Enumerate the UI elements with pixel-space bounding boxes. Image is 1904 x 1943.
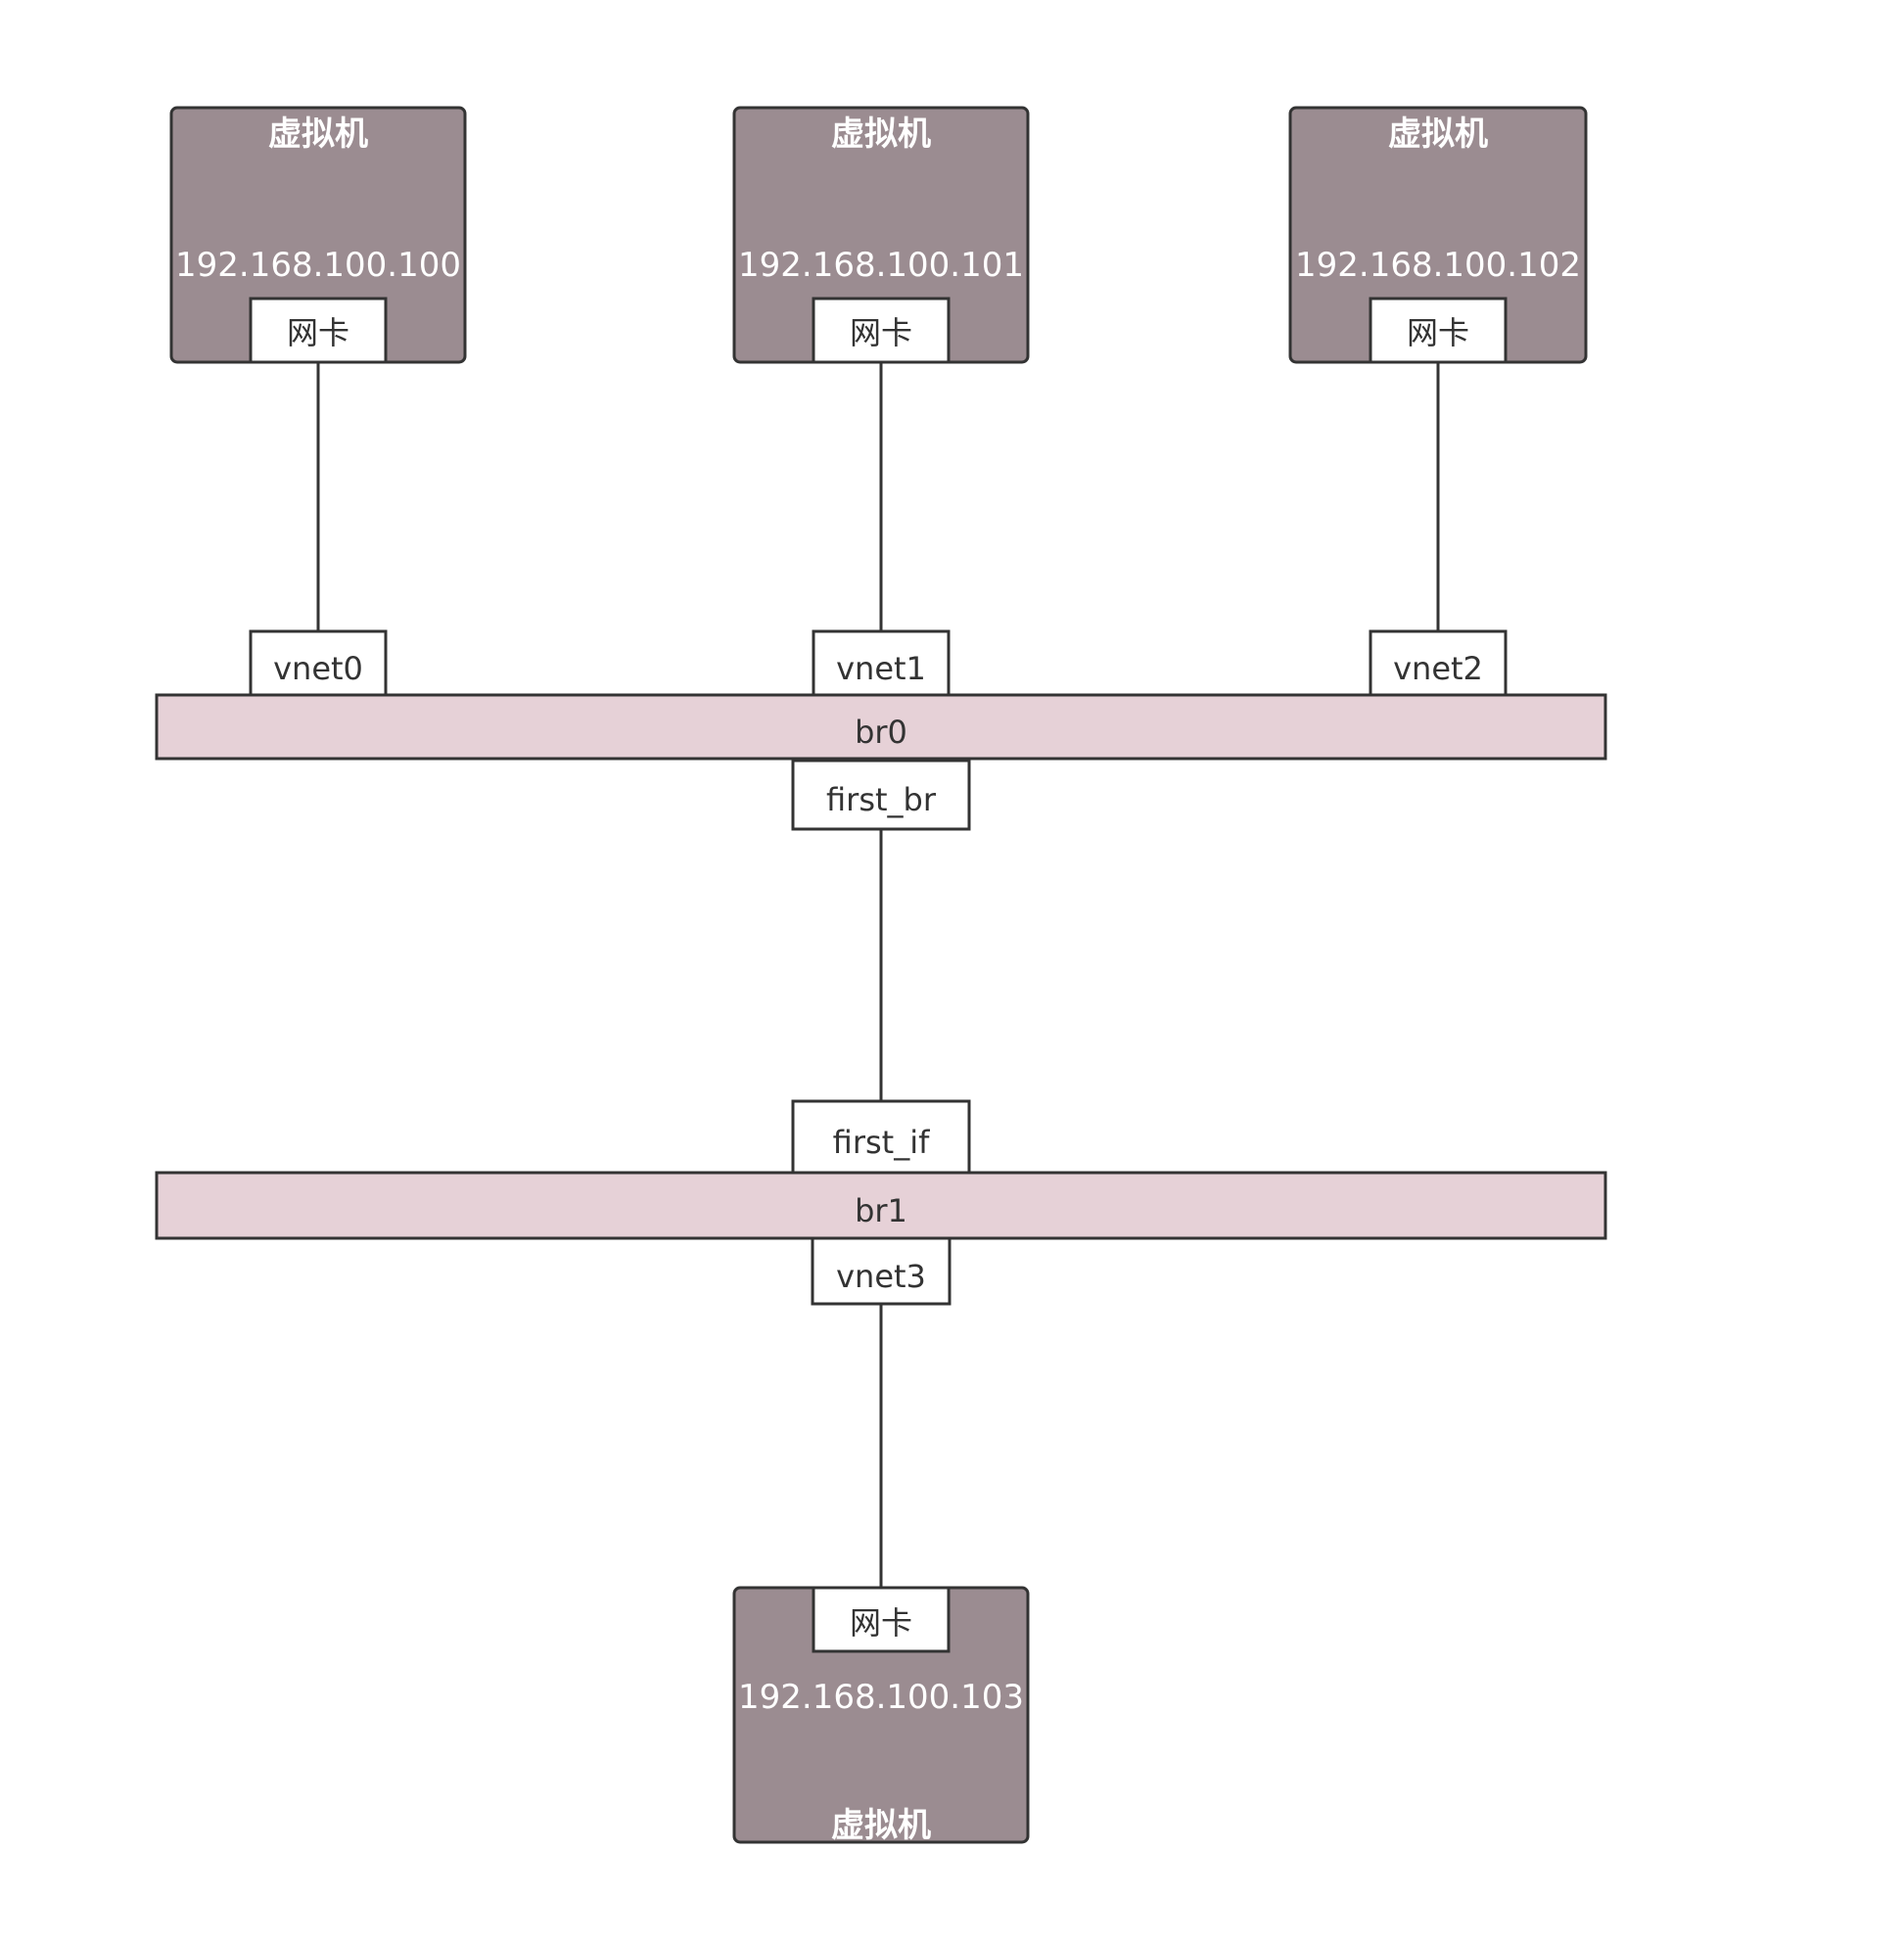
bridge-br0[interactable]: br0 bbox=[155, 693, 1607, 761]
port-box bbox=[811, 1236, 952, 1306]
vm-title: 虚拟机 bbox=[831, 115, 931, 154]
port-vnet0[interactable]: vnet0 bbox=[249, 629, 388, 697]
port-box bbox=[791, 1099, 971, 1175]
vm-ip: 192.168.100.100 bbox=[175, 246, 461, 285]
port-vnet1[interactable]: vnet1 bbox=[812, 629, 951, 697]
bridge-bar bbox=[155, 1171, 1607, 1240]
port-label: vnet0 bbox=[273, 650, 363, 687]
port-label: vnet1 bbox=[836, 650, 926, 687]
port-box bbox=[812, 629, 951, 697]
vm-node-3[interactable]: 网卡 192.168.100.103 虚拟机 bbox=[732, 1586, 1030, 1845]
nic-box bbox=[812, 297, 951, 364]
port-box bbox=[1369, 629, 1508, 697]
port-label: first_if bbox=[833, 1124, 930, 1161]
port-first-br[interactable]: first_br bbox=[791, 759, 971, 831]
vm-ip: 192.168.100.102 bbox=[1295, 246, 1581, 285]
port-first-if[interactable]: first_if bbox=[791, 1099, 971, 1175]
bridge-label: br1 bbox=[855, 1192, 907, 1229]
port-label: vnet2 bbox=[1393, 650, 1483, 687]
port-vnet2[interactable]: vnet2 bbox=[1369, 629, 1508, 697]
nic-box bbox=[1369, 297, 1508, 364]
vm-ip: 192.168.100.103 bbox=[738, 1678, 1024, 1717]
vm-ip: 192.168.100.101 bbox=[738, 246, 1024, 285]
vm-title: 虚拟机 bbox=[831, 1806, 931, 1845]
nic-box bbox=[249, 297, 388, 364]
vm-node-2[interactable]: 虚拟机 192.168.100.102 网卡 bbox=[1288, 106, 1588, 364]
nic-label: 网卡 bbox=[850, 1604, 912, 1642]
bridge-br1[interactable]: br1 bbox=[155, 1171, 1607, 1240]
vm-title: 虚拟机 bbox=[1388, 115, 1488, 154]
bridge-label: br0 bbox=[855, 714, 907, 751]
vm-title: 虚拟机 bbox=[268, 115, 368, 154]
vm-node-1[interactable]: 虚拟机 192.168.100.101 网卡 bbox=[732, 106, 1030, 364]
vm-node-0[interactable]: 虚拟机 192.168.100.100 网卡 bbox=[169, 106, 467, 364]
port-vnet3[interactable]: vnet3 bbox=[811, 1236, 952, 1306]
nic-label: 网卡 bbox=[1407, 314, 1469, 351]
port-box bbox=[249, 629, 388, 697]
nic-label: 网卡 bbox=[287, 314, 349, 351]
nic-box bbox=[812, 1586, 951, 1653]
nic-label: 网卡 bbox=[850, 314, 912, 351]
bridge-bar bbox=[155, 693, 1607, 761]
port-label: vnet3 bbox=[836, 1258, 926, 1295]
port-label: first_br bbox=[826, 781, 937, 818]
port-box bbox=[791, 759, 971, 831]
